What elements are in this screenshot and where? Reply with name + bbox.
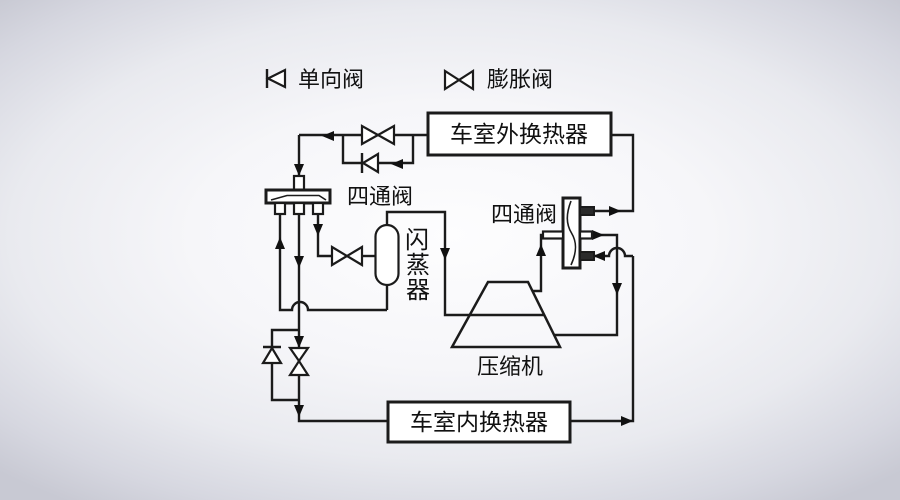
outdoor-heat-exchanger-label: 车室外换热器 [450, 122, 588, 147]
expansion-valve-icon-left [443, 68, 462, 92]
fwv-right-stub-left [541, 230, 565, 240]
flow-arrow-left-branch [391, 159, 403, 169]
flash-evaporator-char-3: 器 [406, 278, 430, 304]
pipe-discharge [532, 233, 543, 293]
expansion-valve-top-icon [360, 124, 396, 146]
four-way-valve-left-label: 四通阀 [347, 184, 413, 209]
flash-evaporator-char-2: 蒸 [406, 252, 430, 279]
flow-arrow-up-left-port [275, 237, 285, 249]
check-valve-top-icon [360, 152, 380, 174]
fwv-right-slide [566, 200, 577, 266]
flow-arrow-down-into-left-valve [294, 164, 304, 176]
expansion-valve-vert-top-tri [287, 346, 311, 363]
flash-evaporator-label: 闪 蒸 器 [405, 227, 430, 304]
check-valve-icon-triangle [265, 68, 287, 89]
flow-arrow-up-discharge [536, 244, 546, 256]
four-way-valve-right [541, 196, 595, 270]
flow-arrow-down-right-port [313, 224, 323, 236]
flow-arrow-down-middle-port [294, 256, 304, 268]
pipe-into-valve-bottom-port [594, 246, 633, 258]
pipe-bypass-lower [270, 363, 299, 402]
fwv-right-stub-mid [578, 230, 594, 240]
flash-evaporator [374, 223, 400, 287]
legend-expansion-valve-label: 膨胀阀 [487, 67, 553, 92]
flow-arrow-down-injection [440, 248, 450, 260]
expansion-valve-icon [443, 68, 475, 92]
expansion-valve-mid-right-tri [344, 245, 364, 267]
flow-arrow-down-to-indoor [294, 405, 304, 417]
legend: 单向阀 膨胀阀 [265, 67, 553, 92]
pipe-main-down-lower [297, 375, 388, 423]
indoor-heat-exchanger-label: 车室内换热器 [410, 410, 548, 435]
check-valve-bypass-tri [261, 345, 283, 365]
pipe-to-mid-expansion-valve [316, 214, 332, 258]
flow-arrows [275, 131, 633, 426]
flow-arrow-right-suction [592, 230, 604, 240]
flow-arrow-right-indoor-out [621, 416, 633, 426]
expansion-valve-mid-icon [330, 245, 364, 267]
pipe-indoor-up-right [570, 256, 635, 423]
fwv-right-stub-top [579, 206, 595, 216]
flash-evaporator-char-1: 闪 [405, 227, 429, 254]
outdoor-heat-exchanger-box [426, 111, 613, 157]
compressor-label: 压缩机 [477, 354, 543, 379]
flow-arrow-left-into-valve-bottom [593, 251, 605, 261]
flow-arrow-left-top-line [322, 131, 334, 141]
expansion-valve-icon-right [456, 68, 475, 92]
fwv-left-stub-a [273, 201, 287, 216]
compressor [449, 280, 563, 349]
legend-check-valve-label: 单向阀 [298, 67, 364, 92]
fwv-left-slide [270, 194, 327, 201]
fwv-left-stub-b [292, 201, 306, 216]
check-valve-icon [265, 68, 287, 89]
pipe-bypass-upper [270, 328, 299, 347]
expansion-valve-vertical-icon [287, 346, 311, 377]
indoor-heat-exchanger-box [386, 400, 572, 444]
pipe-injection [385, 210, 544, 317]
expansion-valve-top-right-tri [375, 124, 396, 146]
check-valve-bypass-icon [261, 345, 283, 365]
four-way-valve-right-label: 四通阀 [491, 202, 557, 227]
fwv-right-stub-bottom [579, 251, 595, 261]
expansion-valve-top-left-tri [360, 124, 381, 146]
expansion-valve-vert-bottom-tri [287, 358, 311, 377]
flow-arrow-down-suction [612, 283, 622, 295]
fwv-left-stub-c [311, 201, 325, 216]
fwv-left-top-stub [292, 174, 306, 192]
pipes [270, 133, 635, 423]
flow-arrow-down-before-expansion [294, 336, 304, 348]
expansion-valve-mid-left-tri [330, 245, 350, 267]
four-way-valve-left [264, 174, 332, 216]
flow-arrow-right-to-outdoor [609, 206, 621, 216]
check-valve-top-tri [360, 152, 380, 174]
